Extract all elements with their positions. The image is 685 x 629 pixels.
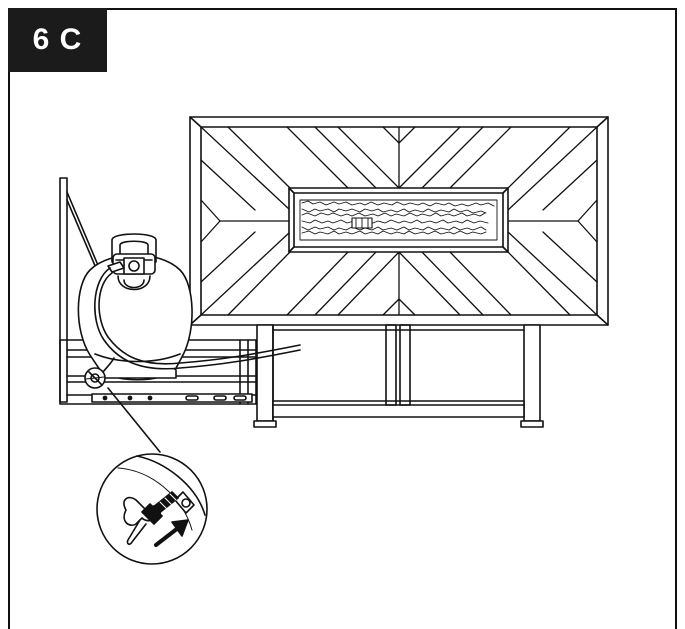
- lava-rocks: [299, 199, 498, 241]
- regulator-connector: [123, 491, 179, 545]
- frame-left-border: [8, 8, 10, 629]
- insert-direction-arrow: [154, 519, 189, 547]
- table-outer-frame: [189, 116, 609, 326]
- tank-connection-callout: [96, 387, 208, 565]
- tank-valve: [107, 257, 145, 275]
- table-herringbone-pattern: [200, 126, 598, 316]
- frame-top-border: [8, 8, 677, 10]
- table-base: [253, 324, 544, 428]
- step-label-badge: 6 C: [8, 8, 107, 72]
- gas-hose: [84, 267, 301, 389]
- step-label: 6 C: [32, 23, 83, 56]
- frame-right-border: [675, 8, 677, 629]
- fire-table: [189, 116, 609, 428]
